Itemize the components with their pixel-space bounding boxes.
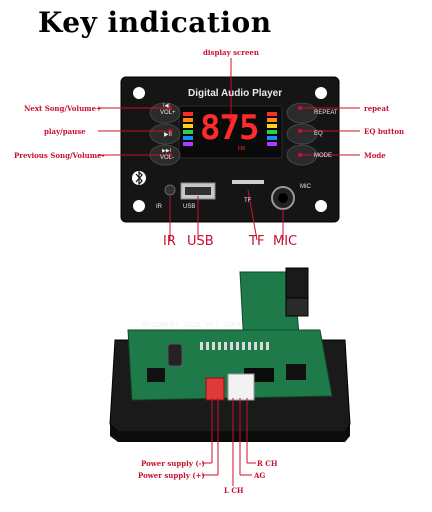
panel-ir: IR [156,204,162,210]
callout-mode: Mode [364,151,386,160]
btn-prev-vol[interactable]: VOL- [160,155,175,161]
panel-tf: TF [244,198,252,204]
callout-repeat: repeat [364,104,390,113]
port-usb-label: USB [187,234,214,249]
callout-next-song: Next Song/Volume+ [24,104,102,113]
callout-play-pause: play/pause [44,127,86,136]
display-fm: FM [238,146,246,152]
callout-power-neg: Power supply (-) [141,459,205,468]
btn-next-symbol[interactable]: I◀I [163,103,170,109]
callout-prev-song: Previous Song/Volume- [14,151,105,160]
btn-next-vol[interactable]: VOL+ [160,110,176,116]
screw-hole-tr [315,87,327,99]
btn-repeat[interactable]: REPEAT [314,110,338,116]
panel-mic: MIC [300,184,311,190]
pcb-silkscreen: IC-124B-BT_JACK_V1.1_21476 [142,322,243,329]
port-ir-label: IR [163,234,176,249]
callout-l-ch: L CH [224,486,244,495]
port-mic-label: MIC [273,234,298,249]
port-tf-label: TF [249,234,265,249]
player-name: Digital Audio Player [188,88,283,99]
callout-ag: AG [254,471,266,480]
btn-prev-symbol[interactable]: ▶▶I [162,148,172,154]
screw-hole-tl [133,87,145,99]
screw-hole-br [315,200,327,212]
callout-r-ch: R CH [257,459,278,468]
btn-mode[interactable]: MODE [314,153,332,159]
btn-eq[interactable]: EQ [314,131,323,137]
screw-hole-bl [133,200,145,212]
callout-power-pos: Power supply (+) [138,471,205,480]
btn-play-pause[interactable]: ▶II [164,132,172,138]
bluetooth-icon [135,170,143,186]
panel-usb: USB [183,204,196,210]
display-digits: 875 [200,108,259,148]
page-title: Key indication [38,6,272,39]
callout-eq-button: EQ button [364,127,405,136]
callout-display-screen: display screen [203,48,259,57]
